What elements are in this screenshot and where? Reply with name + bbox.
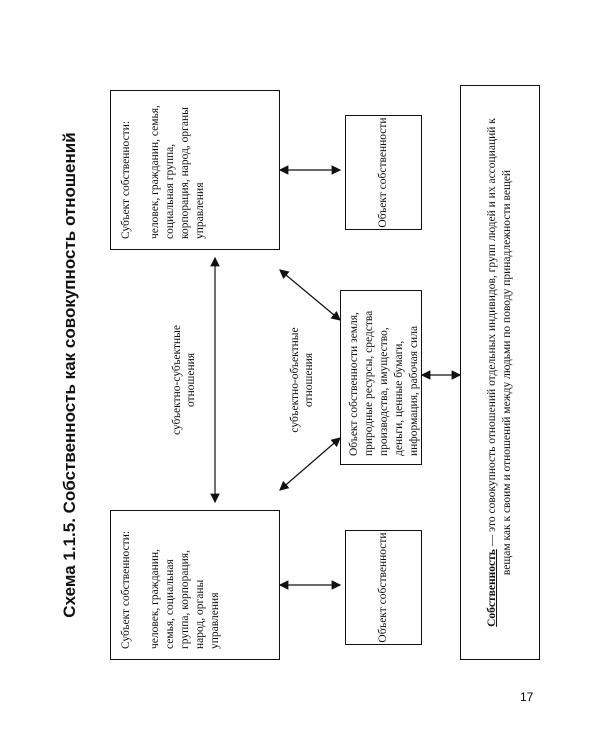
subject-items: человек, гражданин, семья, социальная гр… xyxy=(149,549,221,649)
object-box-right: Объект собственности xyxy=(345,115,422,230)
subject-heading: Субъект собственности: xyxy=(120,530,132,649)
object-right-label: Объект собственности xyxy=(377,117,389,228)
diagram-canvas: Схема 1.1.5. Собственность как совокупно… xyxy=(50,50,550,700)
subject-box-left: Субъект собственности: человек, граждани… xyxy=(110,510,280,660)
subject-box-right: Субъект собственности: человек, граждани… xyxy=(110,90,280,250)
label-subject-subject: субъектно-субъектные отношения xyxy=(171,325,197,435)
subject-heading: Субъект собственности: xyxy=(120,120,132,239)
arrow-right-center xyxy=(279,269,341,321)
object-box-left: Объект собственности xyxy=(345,530,422,645)
object-left-label: Объект собственности xyxy=(377,532,389,643)
subject-items: человек, гражданин, семья, социальная гр… xyxy=(149,105,206,239)
connector-lines xyxy=(210,165,462,590)
arrow-left-center xyxy=(279,437,341,491)
label-subject-object: субъектно-объектные отношения xyxy=(289,327,315,433)
object-center-label: Объект собственности земля, природные ре… xyxy=(348,310,420,456)
definition-term: Собственность xyxy=(486,549,498,627)
page-number: 17 xyxy=(520,690,534,704)
definition-body: — это совокупность отношений отдельных и… xyxy=(486,118,513,576)
definition-box: Собственность — это совокупность отношен… xyxy=(460,85,540,660)
definition-text: Собственность — это совокупность отношен… xyxy=(485,102,515,643)
object-box-center: Объект собственности земля, природные ре… xyxy=(340,290,422,465)
